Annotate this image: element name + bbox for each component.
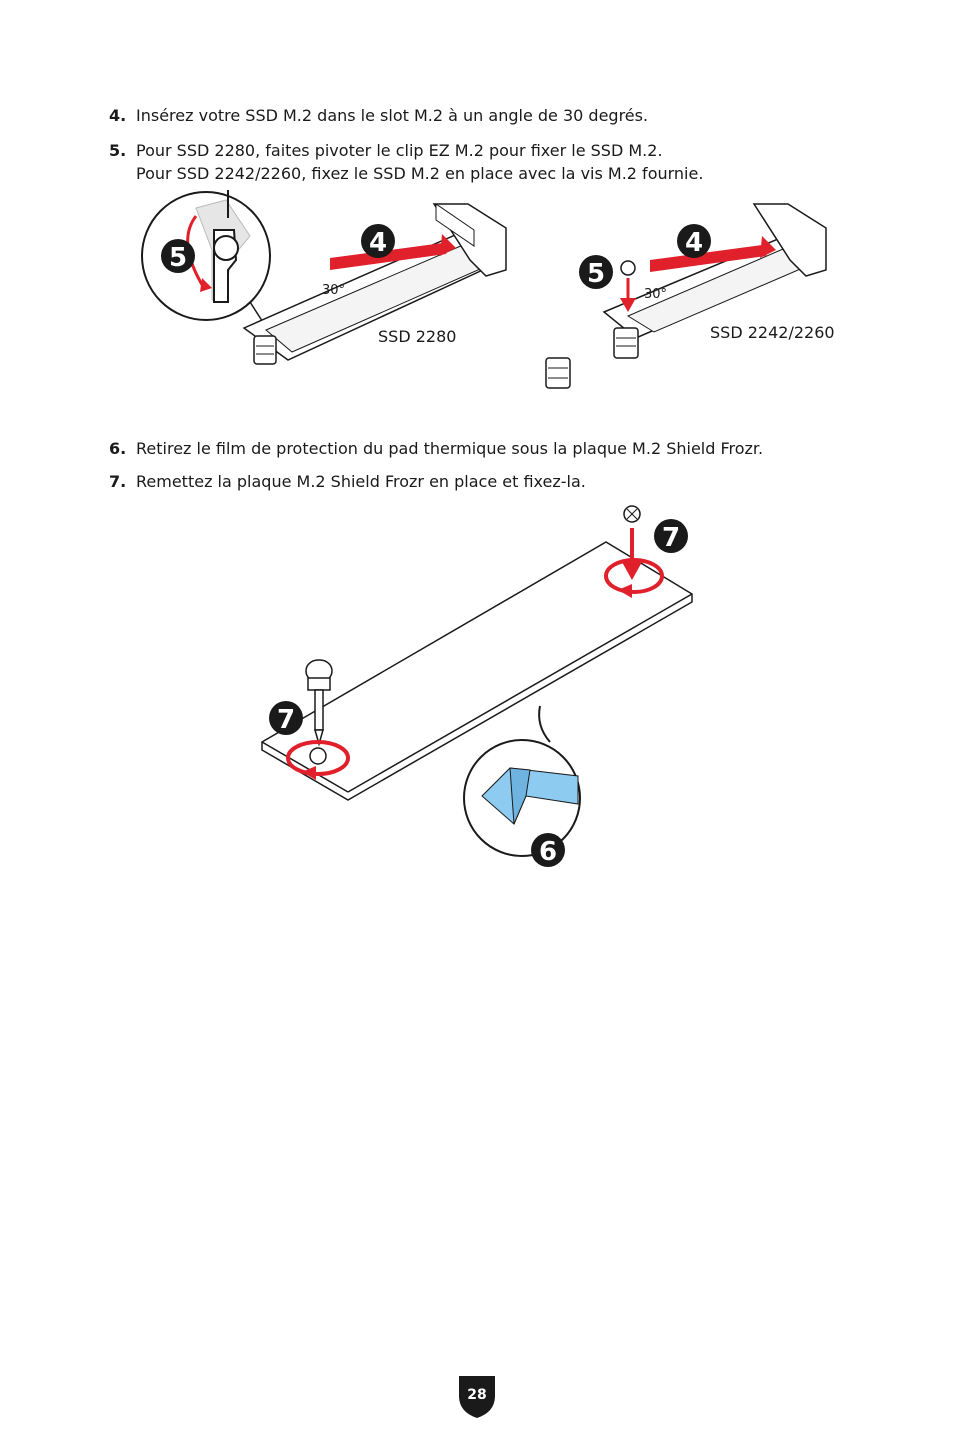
shield-plate bbox=[261, 541, 693, 801]
step-5-badge: 5 bbox=[579, 255, 613, 289]
badge-label: 6 bbox=[539, 837, 557, 867]
ssd-2242-2260-caption: SSD 2242/2260 bbox=[710, 323, 835, 342]
step-number: 5. bbox=[109, 141, 127, 160]
badge-label: 7 bbox=[277, 705, 295, 735]
angle-label: 30° bbox=[644, 287, 667, 302]
step-text: Insérez votre SSD M.2 dans le slot M.2 à… bbox=[136, 106, 649, 125]
page-number-badge: 28 bbox=[459, 1376, 495, 1418]
shield-frozr-figure: 7 7 6 bbox=[261, 505, 693, 867]
badge-label: 4 bbox=[685, 228, 703, 258]
top-screw-icon bbox=[604, 505, 664, 598]
step-5-badge: 5 bbox=[161, 239, 195, 273]
step-4-badge: 4 bbox=[361, 224, 395, 258]
step-number: 4. bbox=[109, 106, 127, 125]
step-number: 6. bbox=[109, 439, 127, 458]
step-7-badge: 7 bbox=[654, 519, 688, 553]
ssd-insertion-figure: 5 30° SSD 2280 4 30° SSD bbox=[141, 190, 835, 389]
badge-label: 5 bbox=[169, 243, 187, 273]
angle-label: 30° bbox=[322, 283, 345, 298]
step-text-line-2: Pour SSD 2242/2260, fixez le SSD M.2 en … bbox=[136, 164, 704, 183]
badge-label: 4 bbox=[369, 228, 387, 258]
badge-label: 5 bbox=[587, 259, 605, 289]
ssd-2280-assembly: 30° SSD 2280 bbox=[242, 203, 507, 365]
step-text: Remettez la plaque M.2 Shield Frozr en p… bbox=[136, 472, 586, 491]
page-number: 28 bbox=[467, 1387, 486, 1403]
step-number: 7. bbox=[109, 472, 127, 491]
screwdriver-icon bbox=[286, 659, 350, 780]
step-text: Pour SSD 2280, faites pivoter le clip EZ… bbox=[136, 141, 663, 160]
step-text: Retirez le film de protection du pad the… bbox=[136, 439, 764, 458]
ssd-2242-2260-assembly: 30° SSD 2242/2260 bbox=[602, 203, 835, 359]
step-6-badge: 6 bbox=[531, 833, 565, 867]
badge-label: 7 bbox=[662, 523, 680, 553]
standoff-icon bbox=[545, 357, 571, 389]
step-4-badge: 4 bbox=[677, 224, 711, 258]
ssd-2280-caption: SSD 2280 bbox=[378, 327, 456, 346]
step-7-badge: 7 bbox=[269, 701, 303, 735]
clip-zoom-circle bbox=[141, 190, 271, 331]
thermal-pad-zoom-circle bbox=[463, 705, 581, 857]
